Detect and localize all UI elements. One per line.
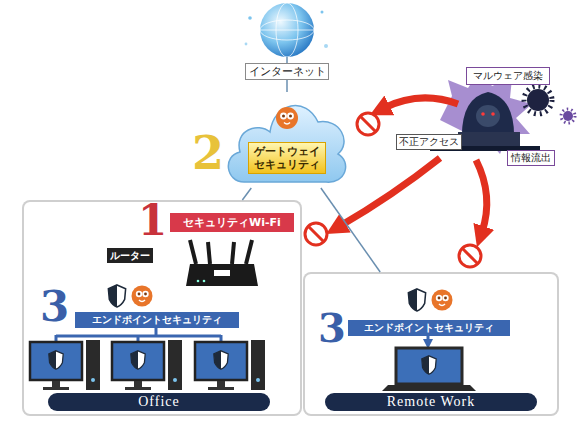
tag-text: ルーター [110, 249, 150, 263]
virus-spikes [561, 109, 575, 123]
hacker-eye [481, 112, 485, 116]
shield-icon [214, 351, 228, 369]
power-led [173, 378, 177, 382]
router-antenna [208, 242, 210, 264]
callout-number: 2 [192, 130, 224, 176]
block-sign [459, 245, 481, 267]
virus-icon [563, 111, 573, 121]
gateway-cloud: ゲートウェイ セキュリティ [222, 92, 352, 188]
block-circle [305, 223, 327, 245]
brand-logo [432, 290, 453, 311]
pc-tower [251, 340, 265, 390]
router-antenna [246, 240, 252, 264]
globe-line [260, 20, 314, 40]
sparkle [245, 43, 248, 46]
router-body [186, 264, 258, 286]
threat-tag: 不正アクセス [396, 134, 462, 150]
virus-spikes [524, 86, 552, 114]
sparkle [321, 11, 324, 14]
hacker-laptop [458, 132, 520, 146]
block-bar [463, 249, 478, 264]
globe [260, 3, 314, 57]
virus-icon [527, 89, 549, 111]
feature-band: セキュリティWi-Fi [170, 213, 294, 232]
shield-icon [131, 351, 145, 369]
desktop-pc [30, 340, 100, 390]
laptop-pc [382, 336, 476, 391]
router-antenna [190, 240, 196, 264]
desktop-pc [195, 340, 265, 390]
band-text: セキュリティWi-Fi [183, 215, 281, 230]
power-led [256, 378, 260, 382]
monitor-screen [112, 342, 164, 380]
connector-line [286, 80, 288, 92]
monitor-screen [30, 342, 82, 380]
shield-icon [408, 289, 425, 311]
feature-band: エンドポイントセキュリティ [348, 320, 510, 336]
sparkle [248, 16, 252, 20]
desktop-pc [112, 340, 182, 390]
threat-text: 不正アクセス [399, 136, 459, 149]
attack-arrow [340, 158, 440, 226]
panel-title: Remote Work [325, 393, 537, 411]
feature-band: エンドポイントセキュリティ [75, 312, 239, 328]
office-bracket [56, 328, 221, 342]
attack-arrow [384, 98, 458, 108]
security-label: ゲートウェイ セキュリティ [248, 142, 326, 174]
pc-tower [168, 340, 182, 390]
globe-line [260, 30, 314, 31]
block-circle [357, 113, 379, 135]
threat-text: 情報流出 [511, 151, 551, 165]
router-led [203, 280, 206, 283]
monitor-stand [52, 381, 60, 387]
callout-number: 3 [318, 308, 346, 348]
threat-text: マルウェア感染 [473, 69, 543, 83]
router-led [197, 280, 200, 283]
brand-logo [276, 107, 298, 129]
monitor-stand [217, 381, 225, 387]
device-tag: ルーター [107, 248, 153, 263]
power-led [91, 378, 95, 382]
shield-icon [49, 351, 63, 369]
laptop-screen [396, 348, 462, 384]
laptop-base [382, 385, 476, 391]
attack-arrow [476, 160, 487, 232]
connector-line [242, 188, 251, 200]
band-text: エンドポイントセキュリティ [364, 321, 494, 335]
monitor-screen [195, 342, 247, 380]
callout-number: 1 [138, 200, 167, 242]
block-circle [459, 245, 481, 267]
threat-tag: マルウェア感染 [466, 67, 550, 85]
router-illustration [186, 240, 258, 286]
callout-number: 3 [40, 286, 69, 328]
node-text: インターネット [249, 65, 326, 79]
connector-line [321, 188, 380, 272]
sparkle [324, 44, 328, 48]
pointer-arrow [427, 336, 430, 344]
network-box: インターネット [245, 63, 329, 80]
monitor-base [125, 387, 151, 390]
band-text: エンドポイントセキュリティ [92, 313, 222, 327]
block-sign [357, 113, 379, 135]
hacker-eye [491, 112, 495, 116]
pc-tower [86, 340, 100, 390]
shield-icon [422, 356, 436, 374]
panel-title: Office [48, 393, 270, 411]
monitor-base [43, 387, 69, 390]
block-sign [305, 223, 327, 245]
cloud-outline [228, 106, 345, 183]
hacker-face [476, 105, 500, 127]
globe-icon [245, 3, 328, 63]
shield-icon [108, 285, 125, 307]
router-antenna [232, 242, 234, 264]
threat-tag: 情報流出 [507, 150, 555, 166]
router-badge [214, 270, 230, 276]
brand-logo [132, 286, 153, 307]
block-bar [361, 117, 376, 132]
monitor-base [208, 387, 234, 390]
monitor-stand [134, 381, 142, 387]
block-bar [309, 227, 324, 242]
